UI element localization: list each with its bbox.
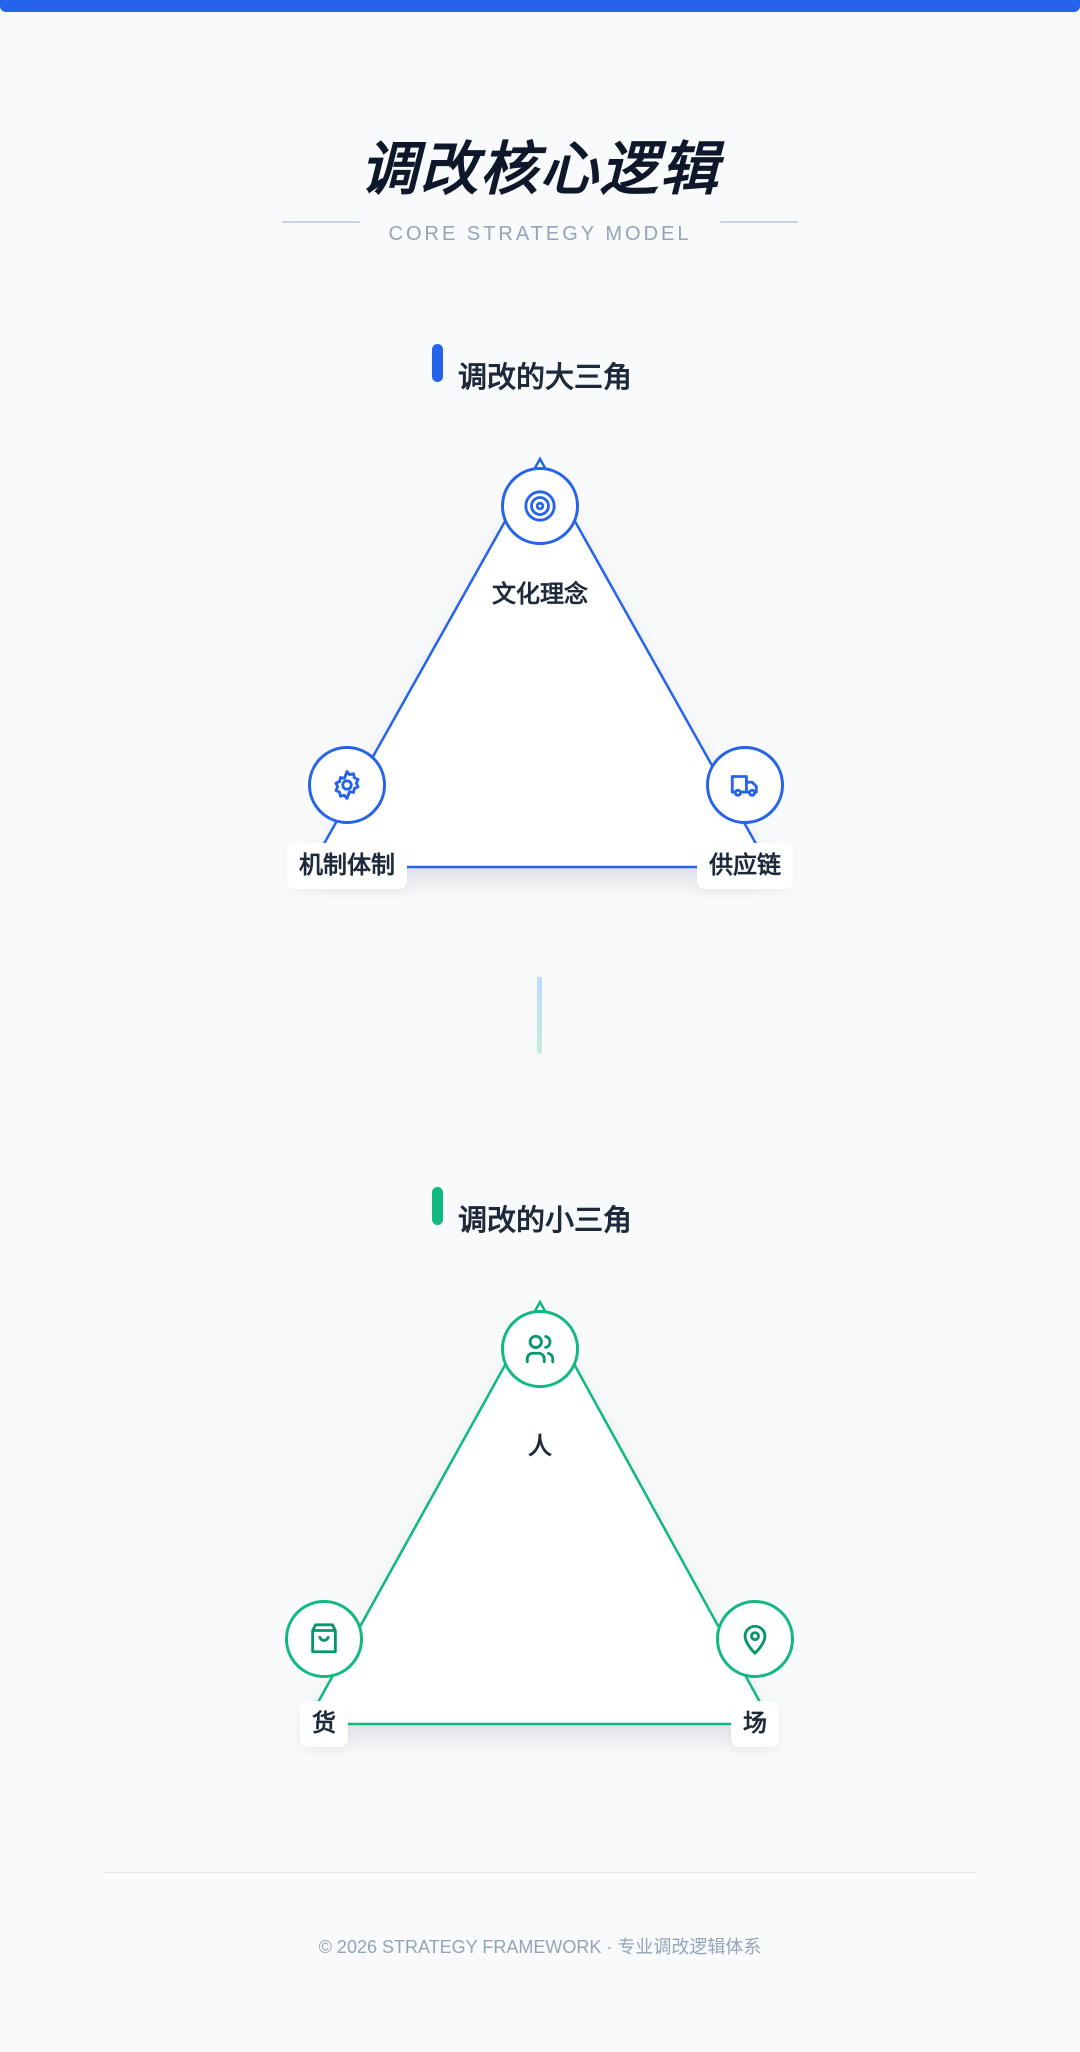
node-mechanism[interactable] xyxy=(308,746,386,824)
node-people[interactable] xyxy=(501,1310,579,1388)
node-culture[interactable] xyxy=(501,467,579,545)
section-title-small-triangle: 调改的小三角 xyxy=(458,1205,633,1237)
footer-text: © 2026 STRATEGY FRAMEWORK · 专业调改逻辑体系 xyxy=(318,1937,762,1957)
small-triangle xyxy=(303,1299,775,1726)
section-title-big-triangle: 调改的大三角 xyxy=(458,362,633,394)
top-accent-bar xyxy=(0,0,1080,12)
subtitle-divider-right xyxy=(720,221,798,223)
section-marker xyxy=(432,1187,443,1225)
page-title: 调改核心逻辑 xyxy=(359,137,720,202)
node-place[interactable] xyxy=(716,1600,794,1678)
gear-icon xyxy=(334,770,360,800)
shopping-bag-icon xyxy=(311,1623,337,1654)
subtitle-divider-left xyxy=(282,221,360,223)
section-divider xyxy=(537,977,542,1054)
node-goods[interactable] xyxy=(285,1600,363,1678)
node-label-supply-chain: 供应链 xyxy=(697,843,793,889)
footer-divider xyxy=(102,1872,977,1873)
node-label-goods: 货 xyxy=(300,1701,348,1747)
big-triangle xyxy=(308,456,772,869)
node-label-culture: 文化理念 xyxy=(492,581,588,608)
page-subtitle: CORE STRATEGY MODEL xyxy=(388,223,692,245)
users-icon xyxy=(525,1334,555,1364)
map-pin-icon xyxy=(743,1624,767,1655)
truck-icon xyxy=(730,775,758,797)
target-icon xyxy=(524,490,556,522)
section-marker xyxy=(432,344,443,382)
node-supply-chain[interactable] xyxy=(706,746,784,824)
node-label-place: 场 xyxy=(731,1701,779,1747)
node-label-mechanism: 机制体制 xyxy=(287,843,407,889)
node-label-people: 人 xyxy=(528,1433,552,1460)
